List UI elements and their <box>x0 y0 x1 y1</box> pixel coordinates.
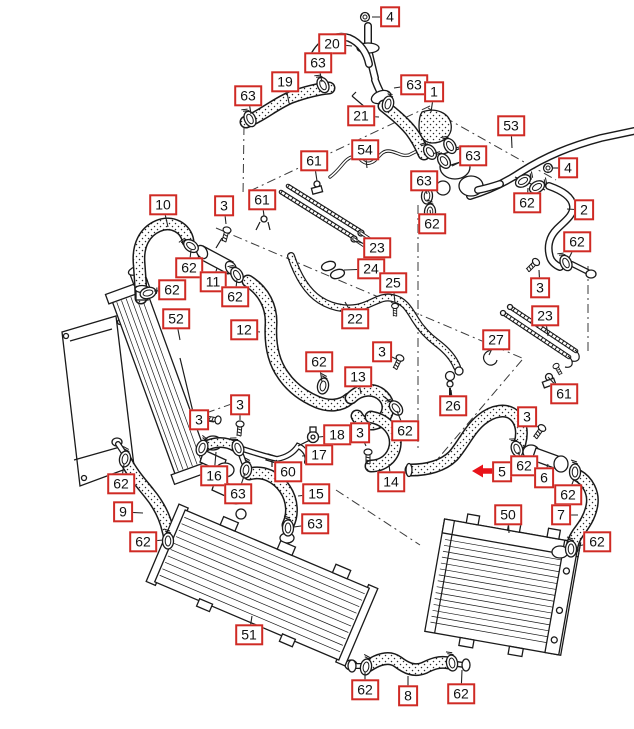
part-label-27[interactable]: 27 <box>482 329 510 351</box>
part-label-11[interactable]: 11 <box>199 271 227 293</box>
part-label-53[interactable]: 53 <box>497 115 525 137</box>
part-label-62[interactable]: 62 <box>305 351 333 373</box>
clip-27 <box>482 349 498 366</box>
fitting-61-right <box>541 361 565 389</box>
part-label-52[interactable]: 52 <box>162 308 190 330</box>
part-label-63[interactable]: 63 <box>459 145 487 167</box>
part-label-3[interactable]: 3 <box>214 195 234 217</box>
part-label-6[interactable]: 6 <box>534 467 554 489</box>
part-label-9[interactable]: 9 <box>113 501 133 523</box>
part-label-62[interactable]: 62 <box>447 683 475 705</box>
part-label-54[interactable]: 54 <box>351 139 379 161</box>
pipe-22 <box>291 256 464 376</box>
pipe-rails-23-lower <box>499 303 580 368</box>
pipe-rails-23-upper <box>278 183 375 249</box>
highlight-arrow <box>472 464 493 478</box>
part-label-3[interactable]: 3 <box>189 409 209 431</box>
part-label-3[interactable]: 3 <box>517 406 537 428</box>
valve-11 <box>195 237 238 276</box>
part-label-7[interactable]: 7 <box>551 504 571 526</box>
part-label-61[interactable]: 61 <box>550 383 578 405</box>
part-label-62[interactable]: 62 <box>158 279 186 301</box>
hose-5 <box>406 411 521 478</box>
radiator-50 <box>424 513 582 658</box>
part-label-63[interactable]: 63 <box>304 52 332 74</box>
part-label-12[interactable]: 12 <box>230 319 258 341</box>
part-label-3[interactable]: 3 <box>230 394 250 416</box>
part-label-23[interactable]: 23 <box>531 305 559 327</box>
part-label-62[interactable]: 62 <box>129 531 157 553</box>
part-label-22[interactable]: 22 <box>341 308 369 330</box>
part-label-63[interactable]: 63 <box>224 483 252 505</box>
part-label-61[interactable]: 61 <box>300 150 328 172</box>
part-label-4[interactable]: 4 <box>558 157 578 179</box>
part-label-3[interactable]: 3 <box>350 422 370 444</box>
retaining-clips-24 <box>320 260 346 280</box>
part-label-60[interactable]: 60 <box>274 461 302 483</box>
part-label-26[interactable]: 26 <box>439 395 467 417</box>
part-label-25[interactable]: 25 <box>379 272 407 294</box>
part-1-flange <box>418 109 452 144</box>
part-label-62[interactable]: 62 <box>563 231 591 253</box>
part-label-61[interactable]: 61 <box>248 189 276 211</box>
part-label-62[interactable]: 62 <box>510 455 538 477</box>
part-label-15[interactable]: 15 <box>302 483 330 505</box>
part-label-17[interactable]: 17 <box>305 444 333 466</box>
banjo-fitting-18 <box>306 426 320 444</box>
part-label-8[interactable]: 8 <box>398 685 418 707</box>
part-label-62[interactable]: 62 <box>351 679 379 701</box>
bleed-hose-54 <box>328 147 423 179</box>
part-label-63[interactable]: 63 <box>234 85 262 107</box>
part-label-62[interactable]: 62 <box>391 420 419 442</box>
part-label-62[interactable]: 62 <box>583 531 611 553</box>
part-label-21[interactable]: 21 <box>347 105 375 127</box>
part-label-18[interactable]: 18 <box>323 424 351 446</box>
part-label-10[interactable]: 10 <box>149 194 177 216</box>
part-label-13[interactable]: 13 <box>344 366 372 388</box>
part-label-14[interactable]: 14 <box>377 471 405 493</box>
part-label-62[interactable]: 62 <box>554 484 582 506</box>
part-label-51[interactable]: 51 <box>235 624 263 646</box>
part-label-63[interactable]: 63 <box>400 74 428 96</box>
part-label-62[interactable]: 62 <box>107 473 135 495</box>
part-label-20[interactable]: 20 <box>318 33 346 55</box>
part-label-62[interactable]: 62 <box>175 257 203 279</box>
part-label-63[interactable]: 63 <box>301 513 329 535</box>
part-label-62[interactable]: 62 <box>513 192 541 214</box>
part-label-16[interactable]: 16 <box>200 465 228 487</box>
part-label-62[interactable]: 62 <box>221 286 249 308</box>
part-label-24[interactable]: 24 <box>357 258 385 280</box>
part-label-2[interactable]: 2 <box>574 199 594 221</box>
part-label-19[interactable]: 19 <box>271 71 299 93</box>
part-label-1[interactable]: 1 <box>424 81 444 103</box>
part-label-3[interactable]: 3 <box>530 277 550 299</box>
part-label-4[interactable]: 4 <box>380 6 400 28</box>
part-label-3[interactable]: 3 <box>372 341 392 363</box>
part-label-50[interactable]: 50 <box>494 504 522 526</box>
part-label-5[interactable]: 5 <box>492 461 512 483</box>
part-label-23[interactable]: 23 <box>363 237 391 259</box>
part-label-62[interactable]: 62 <box>418 213 446 235</box>
part-label-63[interactable]: 63 <box>410 170 438 192</box>
